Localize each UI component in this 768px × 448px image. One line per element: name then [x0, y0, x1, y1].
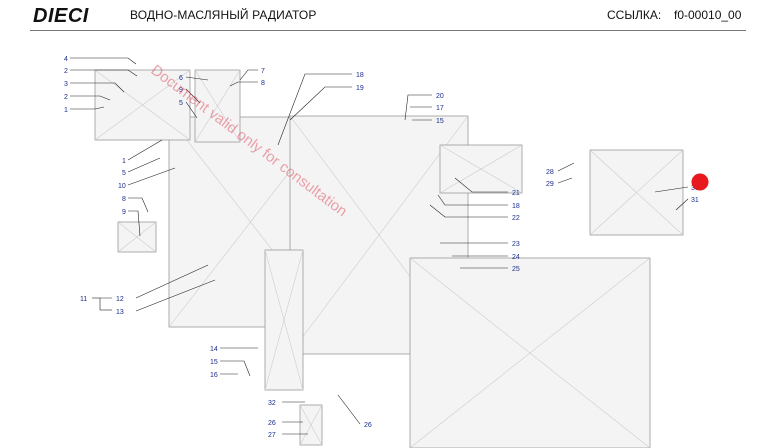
callout-21: 21 [512, 190, 520, 197]
reference-label: ССЫЛКА: [607, 8, 662, 22]
placeholder-fan [589, 149, 684, 236]
callout-5: 5 [179, 100, 183, 107]
callout-9: 9 [179, 87, 183, 94]
callout-2: 2 [64, 94, 68, 101]
callout-24: 24 [512, 254, 520, 261]
svg-text:DIECI: DIECI [33, 5, 89, 26]
callout-27: 27 [268, 432, 276, 439]
leader-lines [70, 57, 689, 435]
placeholder-side-bracket [264, 249, 304, 391]
callout-4: 4 [64, 56, 68, 63]
red-marker [691, 173, 709, 191]
placeholder-engine [409, 257, 651, 448]
callout-5: 5 [122, 170, 126, 177]
page-header: DIECI ВОДНО-МАСЛЯНЫЙ РАДИАТОР ССЫЛКА: f0… [0, 0, 768, 30]
placeholder-drain-parts [117, 221, 157, 253]
callout-15: 15 [436, 118, 444, 125]
callout-14: 14 [210, 346, 218, 353]
callout-15: 15 [210, 359, 218, 366]
callout-12: 12 [116, 296, 124, 303]
callout-26: 26 [364, 422, 372, 429]
callout-10: 10 [118, 183, 126, 190]
callout-17: 17 [436, 105, 444, 112]
callout-31: 31 [691, 197, 699, 204]
callout-11: 11 [80, 296, 87, 303]
callout-16: 16 [210, 372, 218, 379]
callout-23: 23 [512, 241, 520, 248]
callout-18: 18 [512, 203, 520, 210]
callout-18: 18 [356, 72, 364, 79]
callout-22: 22 [512, 215, 520, 222]
page-title: ВОДНО-МАСЛЯНЫЙ РАДИАТОР [130, 8, 317, 22]
callout-28: 28 [546, 169, 554, 176]
callout-labels: 4 2 3 2 1 6 9 5 7 8 18 19 20 17 15 1 5 1… [64, 56, 699, 439]
callout-3: 3 [64, 81, 68, 88]
placeholder-mount-parts [299, 404, 323, 446]
callout-26: 26 [268, 420, 276, 427]
callout-19: 19 [356, 85, 364, 92]
placeholder-upper-hose [439, 144, 523, 194]
callout-1: 1 [122, 158, 126, 165]
callout-29: 29 [546, 181, 554, 188]
callout-9: 9 [122, 209, 126, 216]
callout-13: 13 [116, 309, 124, 316]
callout-6: 6 [179, 75, 183, 82]
callout-20: 20 [436, 93, 444, 100]
callout-8: 8 [122, 196, 126, 203]
callout-32: 32 [268, 400, 276, 407]
callout-2: 2 [64, 68, 68, 75]
placeholder-small-parts-left [94, 69, 191, 141]
header-divider [30, 30, 746, 31]
callout-1: 1 [64, 107, 68, 114]
callout-7: 7 [261, 68, 265, 75]
placeholder-cap-fittings [194, 69, 241, 143]
callout-8: 8 [261, 80, 265, 87]
reference-code: f0-00010_00 [674, 8, 742, 22]
callout-25: 25 [512, 266, 520, 273]
exploded-parts-diagram: 4 2 3 2 1 6 9 5 7 8 18 19 20 17 15 1 5 1… [64, 56, 709, 448]
dieci-logo: DIECI [32, 4, 116, 26]
